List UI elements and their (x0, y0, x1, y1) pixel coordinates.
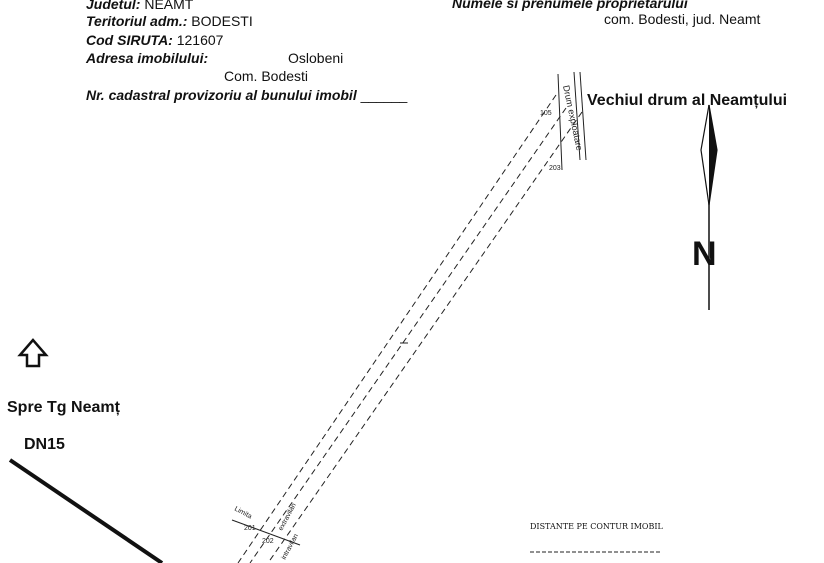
county-value: NEAMT (144, 0, 194, 12)
siruta-value: 121607 (176, 32, 224, 48)
corridor-line-middle (249, 107, 567, 563)
siruta-label: Cod SIRUTA: (86, 32, 173, 48)
direction-label: Spre Tg Neamț (7, 399, 120, 416)
up-arrow-icon (17, 338, 49, 368)
intravilan-label: intravilan (281, 533, 300, 561)
county-row: Judetul: NEAMT (86, 0, 193, 13)
limit-label: Limita (233, 506, 253, 521)
extravilan-label: extravilan (278, 502, 298, 532)
address-row: Adresa imobilului: (86, 49, 208, 67)
dn15-label: DN15 (24, 436, 65, 453)
point-label-203: 203 (549, 165, 561, 172)
cadastral-number-value: ______ (360, 87, 408, 103)
point-label-105: 105 (540, 110, 552, 117)
north-letter: N (692, 235, 717, 273)
distances-title: DISTANTE PE CONTUR IMOBIL (530, 522, 663, 531)
limit-segment (231, 519, 301, 546)
point-label-202: 202 (262, 538, 274, 545)
old-road-label: Vechiul drum al Neamțului (587, 92, 788, 109)
point-label-201: 201 (244, 525, 256, 532)
owner-label: Numele si prenumele proprietarului (452, 0, 688, 11)
cadastral-number-label: Nr. cadastral provizoriu al bunului imob… (86, 87, 357, 103)
exploitation-road-edge-3 (579, 71, 587, 161)
address-line1: Oslobeni (288, 50, 344, 66)
address-label: Adresa imobilului: (86, 50, 209, 66)
address-line2: Com. Bodesti (224, 68, 309, 84)
cadastral-number-row: Nr. cadastral provizoriu al bunului imob… (86, 86, 407, 104)
corridor-line-right (267, 111, 583, 563)
siruta-row: Cod SIRUTA: 121607 (86, 31, 223, 49)
exploitation-road-boundary (557, 71, 587, 171)
territory-value: BODESTI (191, 13, 253, 29)
road-corridor-lines (237, 94, 583, 563)
exploitation-road-edge-1 (557, 73, 563, 171)
territory-label: Teritoriul adm.: (86, 13, 188, 29)
limit-line (231, 519, 301, 546)
dn15-road-line (8, 458, 164, 563)
exploitation-road-edge-2 (573, 71, 581, 161)
territory-row: Teritoriul adm.: BODESTI (86, 12, 253, 30)
corridor-line-left (237, 94, 557, 563)
county-label: Judetul: (86, 0, 141, 12)
owner-value: com. Bodesti, jud. Neamt (604, 11, 761, 27)
north-arrow-icon (700, 104, 718, 310)
